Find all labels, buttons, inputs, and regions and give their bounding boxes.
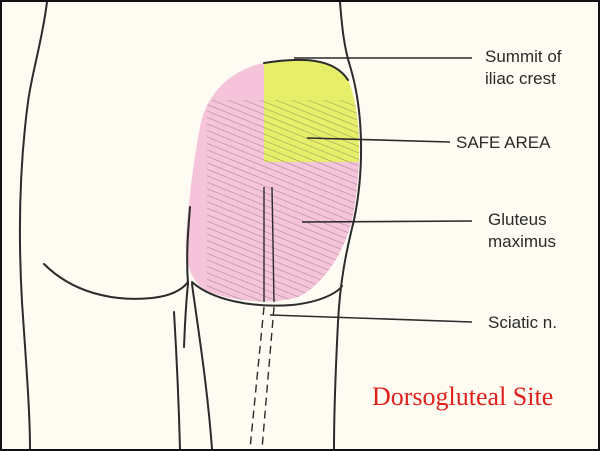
leader-gluteus bbox=[302, 221, 472, 222]
inner-thigh-left bbox=[184, 284, 188, 347]
gluteus-hatching bbox=[207, 100, 367, 315]
leader-sciatic bbox=[270, 315, 472, 322]
inner-thigh-right bbox=[192, 284, 212, 449]
label-sciatic: Sciatic n. bbox=[488, 312, 557, 333]
label-safe-area: SAFE AREA bbox=[456, 132, 550, 153]
left-buttock-curve bbox=[44, 264, 188, 299]
left-side-outline bbox=[20, 2, 47, 449]
label-gluteus-line1: Gluteus bbox=[488, 209, 547, 230]
left-thigh-inner bbox=[174, 312, 180, 449]
sciatic-nerve-dashed-left bbox=[250, 307, 264, 449]
label-summit-line1: Summit of bbox=[485, 46, 562, 67]
label-summit-line2: iliac crest bbox=[485, 68, 556, 89]
label-gluteus-line2: maximus bbox=[488, 231, 556, 252]
sciatic-nerve-dashed-right bbox=[262, 307, 274, 449]
figure-title: Dorsogluteal Site bbox=[372, 382, 553, 412]
